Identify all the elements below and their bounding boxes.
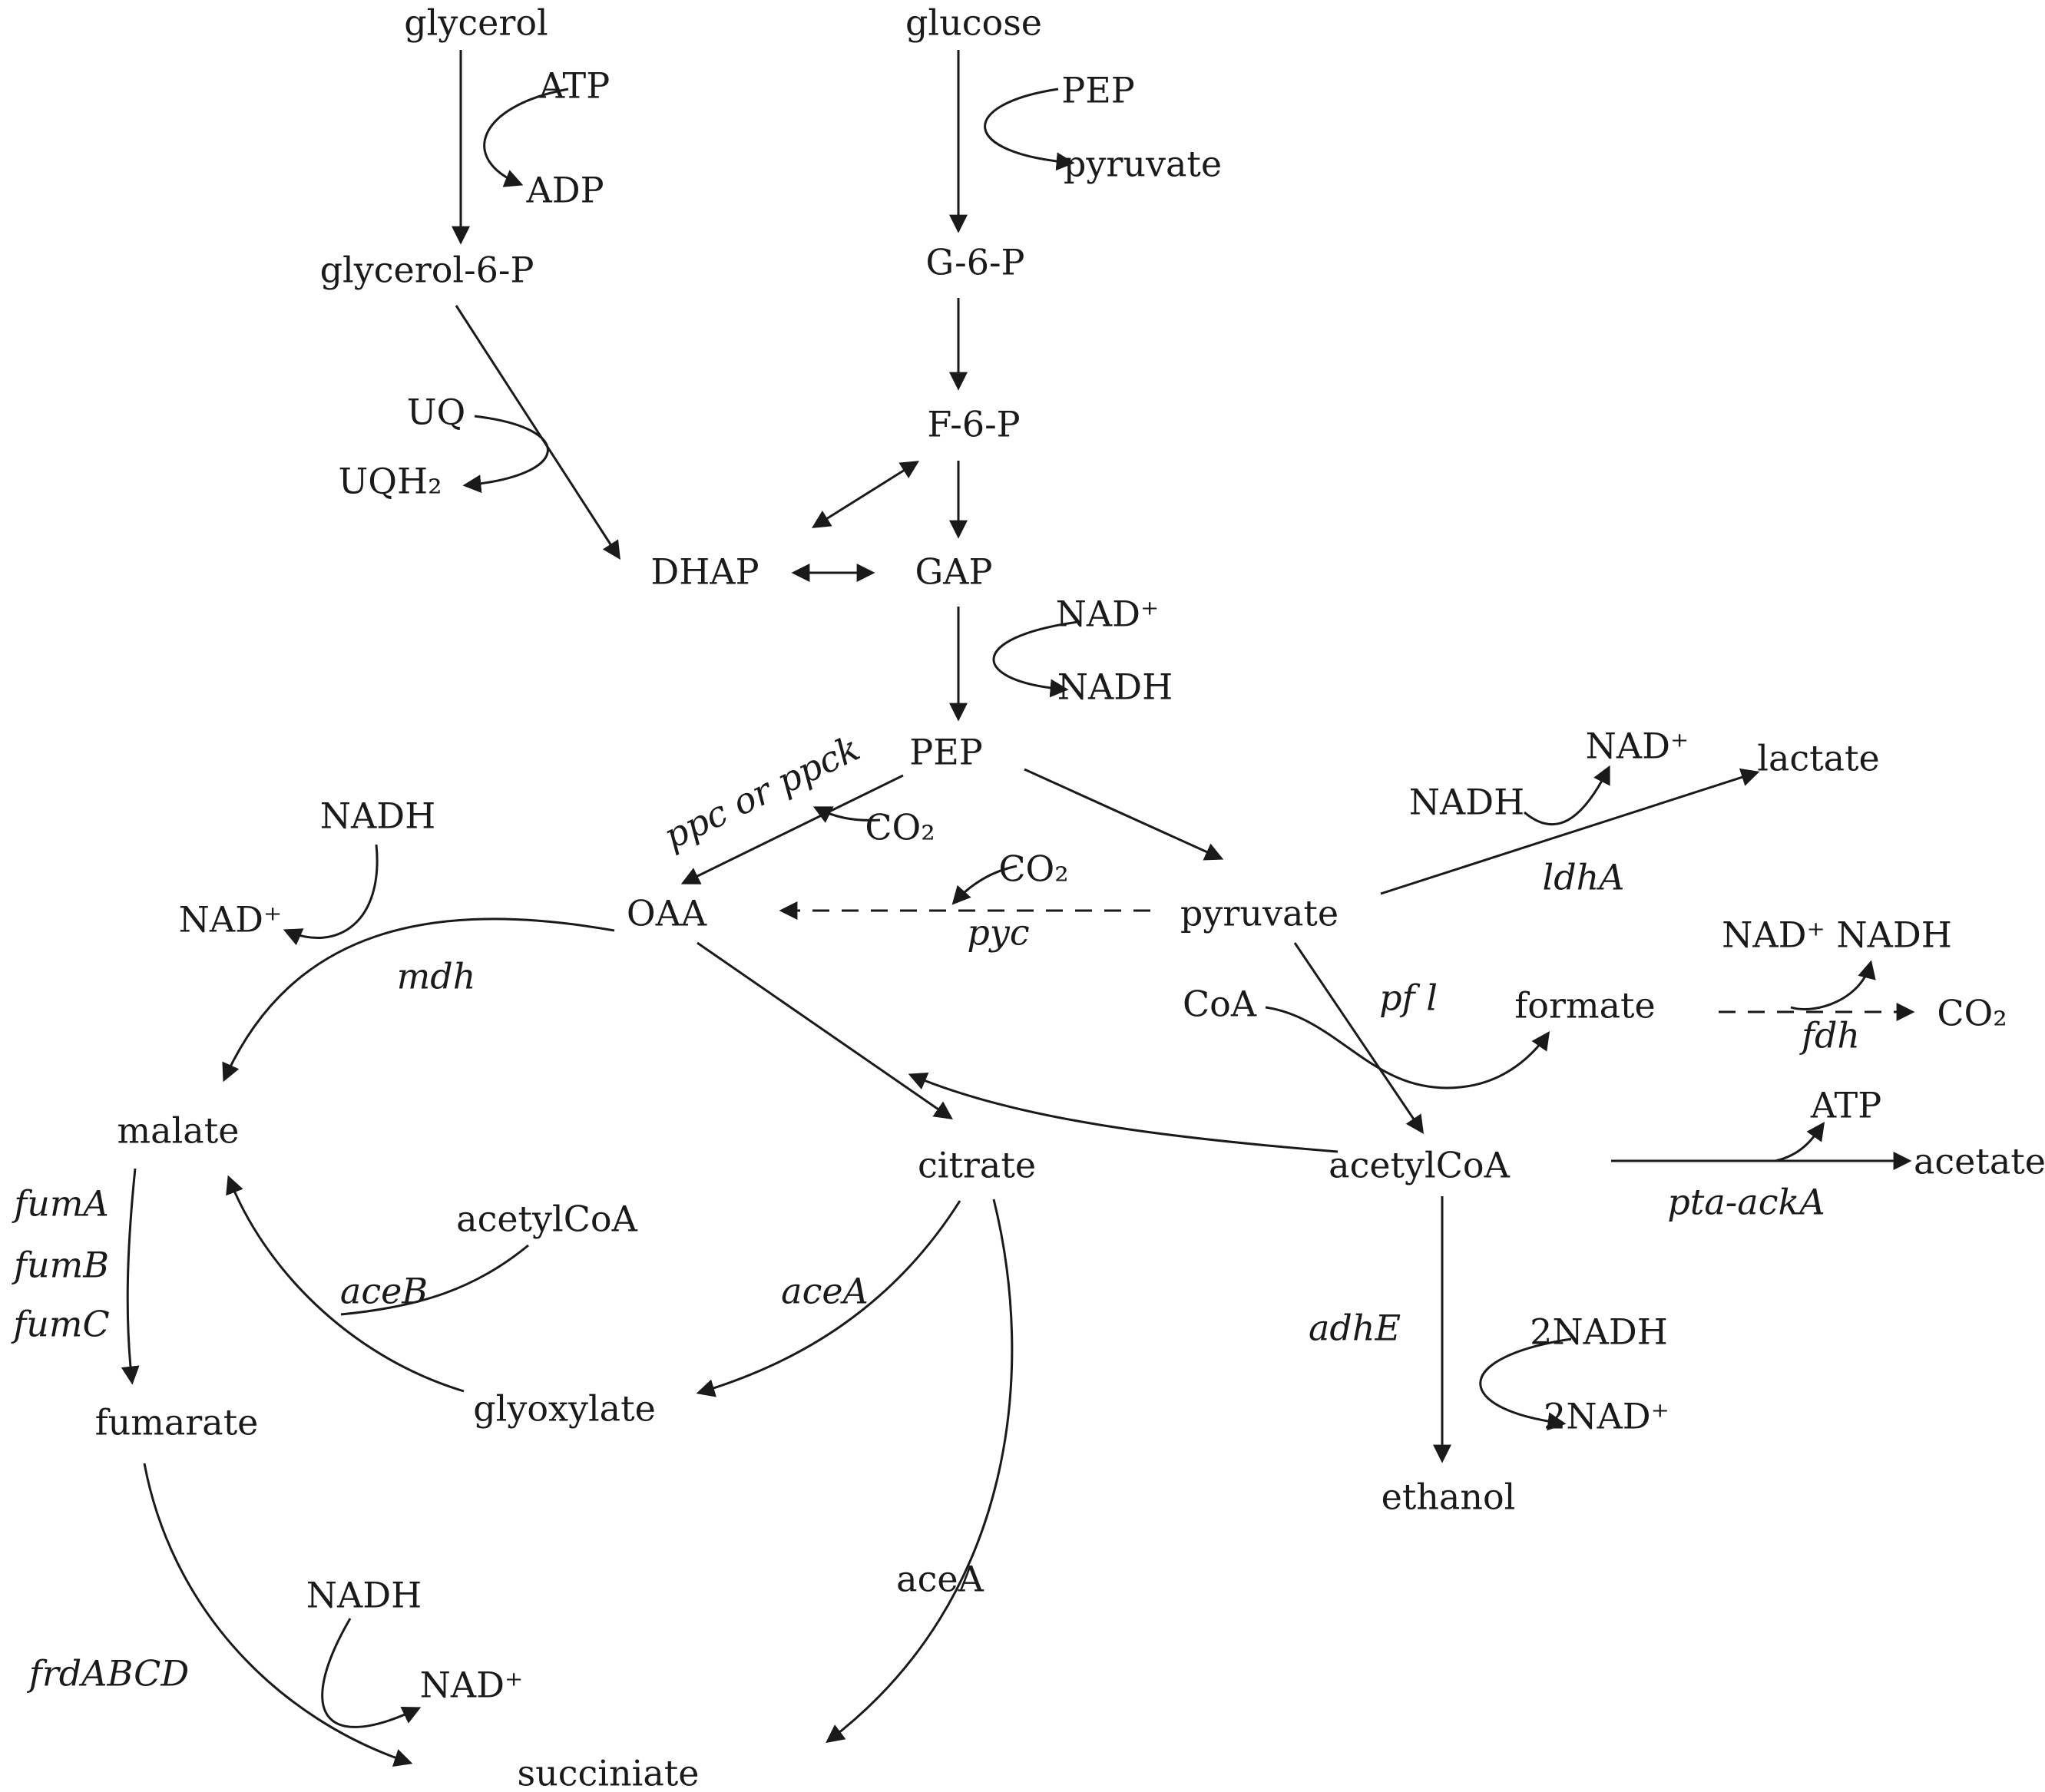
label-nadh-ldh: NADH — [1408, 781, 1525, 823]
label-acetylcoa-glx: acetylCoA — [456, 1198, 637, 1240]
arc-acetylcoa-into-aceb — [340, 1244, 529, 1316]
arc-nad-to-nadh-fdh — [1790, 960, 1876, 1010]
label-ppc-ppck: ppc or ppck — [657, 726, 866, 858]
arc-nadh-to-nad-frd — [321, 1618, 422, 1728]
label-f6p: F-6-P — [927, 403, 1021, 445]
label-pyruvate: pyruvate — [1180, 892, 1339, 934]
arc-nad-to-nadh-gap — [992, 620, 1079, 698]
arc-pep-to-pyruvate-pts — [984, 88, 1075, 171]
label-glycerol: glycerol — [404, 2, 548, 44]
arrow-pyruvate-to-lactate-ldha — [1380, 768, 1760, 895]
label-nad-nadh-fdh: NAD⁺ NADH — [1722, 914, 1952, 956]
label-coa: CoA — [1182, 983, 1257, 1025]
label-malate: malate — [117, 1109, 240, 1152]
arc-citrate-to-succinate-acea — [826, 1199, 1014, 1744]
arrow-pep-to-pyruvate — [1024, 768, 1224, 861]
label-gap: GAP — [915, 550, 993, 593]
label-co2-ppc: CO₂ — [865, 806, 935, 848]
label-ethanol: ethanol — [1381, 1476, 1516, 1518]
label-nadh-frd: NADH — [306, 1574, 422, 1616]
label-2nadh: 2NADH — [1530, 1311, 1668, 1353]
label-pta-ackA: pta-ackA — [1667, 1181, 1825, 1223]
label-co2-fdh: CO₂ — [1937, 992, 2007, 1034]
arc-nadh-to-nad-ldh — [1524, 765, 1610, 826]
label-co2-pyc: CO₂ — [998, 848, 1069, 890]
arrow-glycerol6p-to-dhap — [455, 305, 620, 560]
arrow-pep-to-oaa-ppc — [680, 774, 904, 884]
label-g6p: G-6-P — [925, 241, 1025, 283]
label-uq: UQ — [406, 391, 466, 433]
arc-coa-to-formate-pfl — [1265, 1006, 1550, 1089]
label-nad-frd: NAD⁺ — [419, 1664, 524, 1706]
arc-citrate-to-glyoxylate-acea — [696, 1200, 961, 1397]
arc-uq-to-uqh2 — [462, 415, 549, 494]
label-2nad: 2NAD⁺ — [1544, 1395, 1669, 1437]
label-ldhA: ldhA — [1542, 856, 1625, 898]
label-adhE: adhE — [1308, 1307, 1401, 1349]
label-pyruvate-pts: pyruvate — [1063, 143, 1223, 185]
label-adp-glycerol: ADP — [526, 169, 604, 211]
label-pep: PEP — [909, 731, 983, 773]
label-citrate: citrate — [917, 1144, 1037, 1186]
arc-co2-into-ppc — [812, 806, 881, 823]
arrow-pyruvate-to-acetylcoa-pfl — [1293, 942, 1425, 1134]
label-glucose: glucose — [905, 2, 1043, 44]
label-fumarate: fumarate — [94, 1401, 259, 1443]
label-fumC: fumC — [13, 1303, 110, 1345]
label-aceA-glx: aceA — [781, 1270, 869, 1312]
label-pep-pts: PEP — [1061, 69, 1135, 111]
label-aceB: aceB — [339, 1270, 429, 1312]
label-glyoxylate: glyoxylate — [473, 1387, 656, 1430]
label-aceA-succ: aceA — [896, 1558, 984, 1600]
arc-oaa-to-malate-mdh — [222, 917, 615, 1083]
arc-glyoxylate-to-malate-aceb — [226, 1175, 465, 1393]
label-fdh: fdh — [1801, 1014, 1861, 1056]
label-pyc: pyc — [967, 911, 1030, 954]
arc-acetylcoa-to-citrate-junction — [908, 1072, 1339, 1153]
label-mdh: mdh — [396, 955, 476, 997]
label-lactate: lactate — [1757, 737, 1880, 779]
label-uqh2: UQH₂ — [338, 460, 442, 502]
label-atp-glycerol: ATP — [538, 64, 611, 107]
label-pfl: pf l — [1379, 977, 1438, 1019]
label-fumA: fumA — [14, 1182, 109, 1225]
label-nadh-gap: NADH — [1057, 666, 1173, 708]
label-oaa: OAA — [626, 892, 707, 934]
arrow-f6p-dhap-double — [811, 461, 920, 528]
label-atp-ack: ATP — [1810, 1084, 1882, 1126]
arc-atp-out-ack — [1775, 1122, 1825, 1162]
arc-nadh-to-nad-mdh — [283, 844, 379, 946]
label-nadh-mdh: NADH — [319, 795, 436, 837]
label-nad-mdh: NAD⁺ — [178, 898, 283, 941]
arc-atp-to-adp — [483, 88, 569, 187]
arc-fumarate-to-succinate-frd — [143, 1463, 413, 1767]
arc-co2-into-pyc — [951, 865, 1018, 905]
label-nad-gap: NAD⁺ — [1055, 593, 1160, 635]
label-formate: formate — [1514, 984, 1656, 1027]
label-frdABCD: frdABCD — [28, 1652, 190, 1694]
label-succiniate: succiniate — [517, 1752, 700, 1792]
label-nad-ldh: NAD⁺ — [1585, 725, 1689, 767]
label-acetylcoa: acetylCoA — [1329, 1144, 1510, 1186]
arc-2nadh-to-2nad-adhe — [1479, 1337, 1572, 1431]
arrow-malate-to-fumarate — [121, 1168, 140, 1385]
label-fumB: fumB — [13, 1244, 110, 1286]
label-dhap: DHAP — [650, 550, 759, 593]
label-acetate: acetate — [1913, 1140, 2045, 1182]
label-glycerol-6-p: glycerol-6-P — [319, 249, 534, 291]
